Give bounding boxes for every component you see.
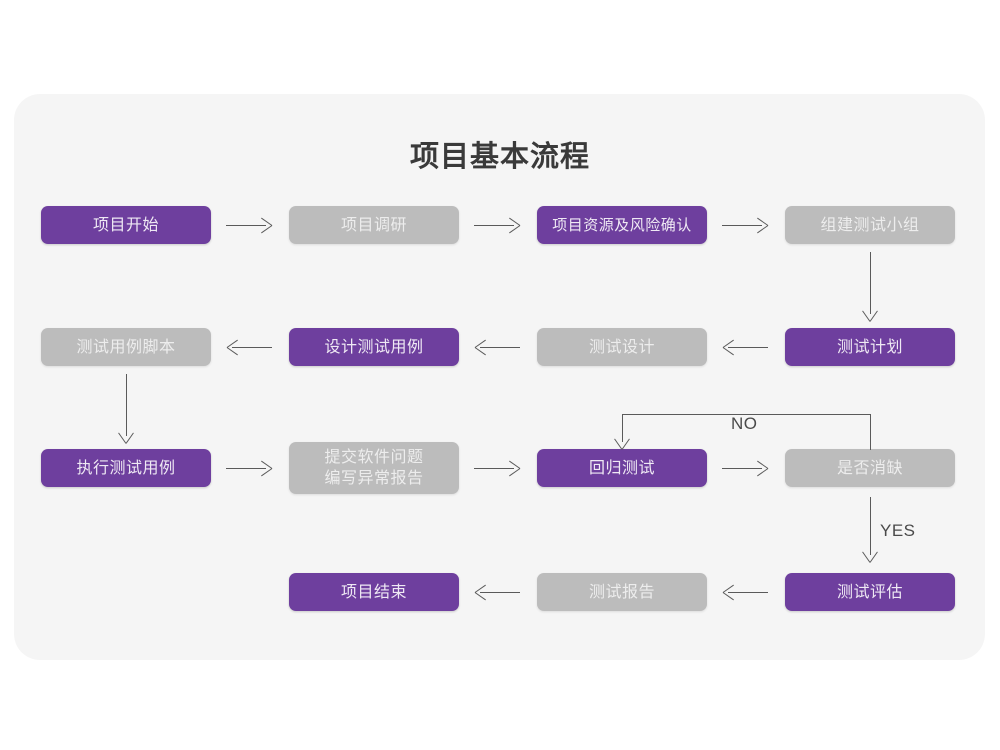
arrow-execute-to-submit [226,468,266,469]
arrow-design-to-script [232,347,272,348]
node-project-research[interactable]: 项目调研 [289,206,459,244]
no-loop-segment-across [622,414,871,415]
node-project-end[interactable]: 项目结束 [289,573,459,611]
node-project-start[interactable]: 项目开始 [41,206,211,244]
node-regression-test[interactable]: 回归测试 [537,449,707,487]
arrow-testdesign-to-design [480,347,520,348]
arrow-research-to-resource [474,225,514,226]
node-design-test-case[interactable]: 设计测试用例 [289,328,459,366]
arrow-evaluation-to-report [728,592,768,593]
node-submit-defect-report[interactable]: 提交软件问题 编写异常报告 [289,442,459,494]
node-test-evaluation[interactable]: 测试评估 [785,573,955,611]
no-loop-segment-down [622,414,623,442]
flowchart-card [14,94,985,660]
node-test-case-script[interactable]: 测试用例脚本 [41,328,211,366]
arrow-regression-to-cleared [722,468,762,469]
arrow-script-to-execute [126,374,127,436]
node-test-plan[interactable]: 测试计划 [785,328,955,366]
arrow-report-to-end [480,592,520,593]
arrow-resource-to-team [722,225,762,226]
node-defect-cleared[interactable]: 是否消缺 [785,449,955,487]
node-test-report[interactable]: 测试报告 [537,573,707,611]
node-resource-risk-confirm[interactable]: 项目资源及风险确认 [537,206,707,244]
arrow-start-to-research [226,225,266,226]
node-build-test-team[interactable]: 组建测试小组 [785,206,955,244]
no-loop-segment-up [870,414,871,450]
yes-segment [870,497,871,555]
node-execute-test-case[interactable]: 执行测试用例 [41,449,211,487]
node-test-design[interactable]: 测试设计 [537,328,707,366]
edge-label-no: NO [731,414,758,433]
arrow-plan-to-testdesign [728,347,768,348]
edge-label-yes: YES [880,521,916,540]
arrow-team-to-plan [870,252,871,314]
page-title: 项目基本流程 [409,141,590,173]
arrow-submit-to-regression [474,468,514,469]
